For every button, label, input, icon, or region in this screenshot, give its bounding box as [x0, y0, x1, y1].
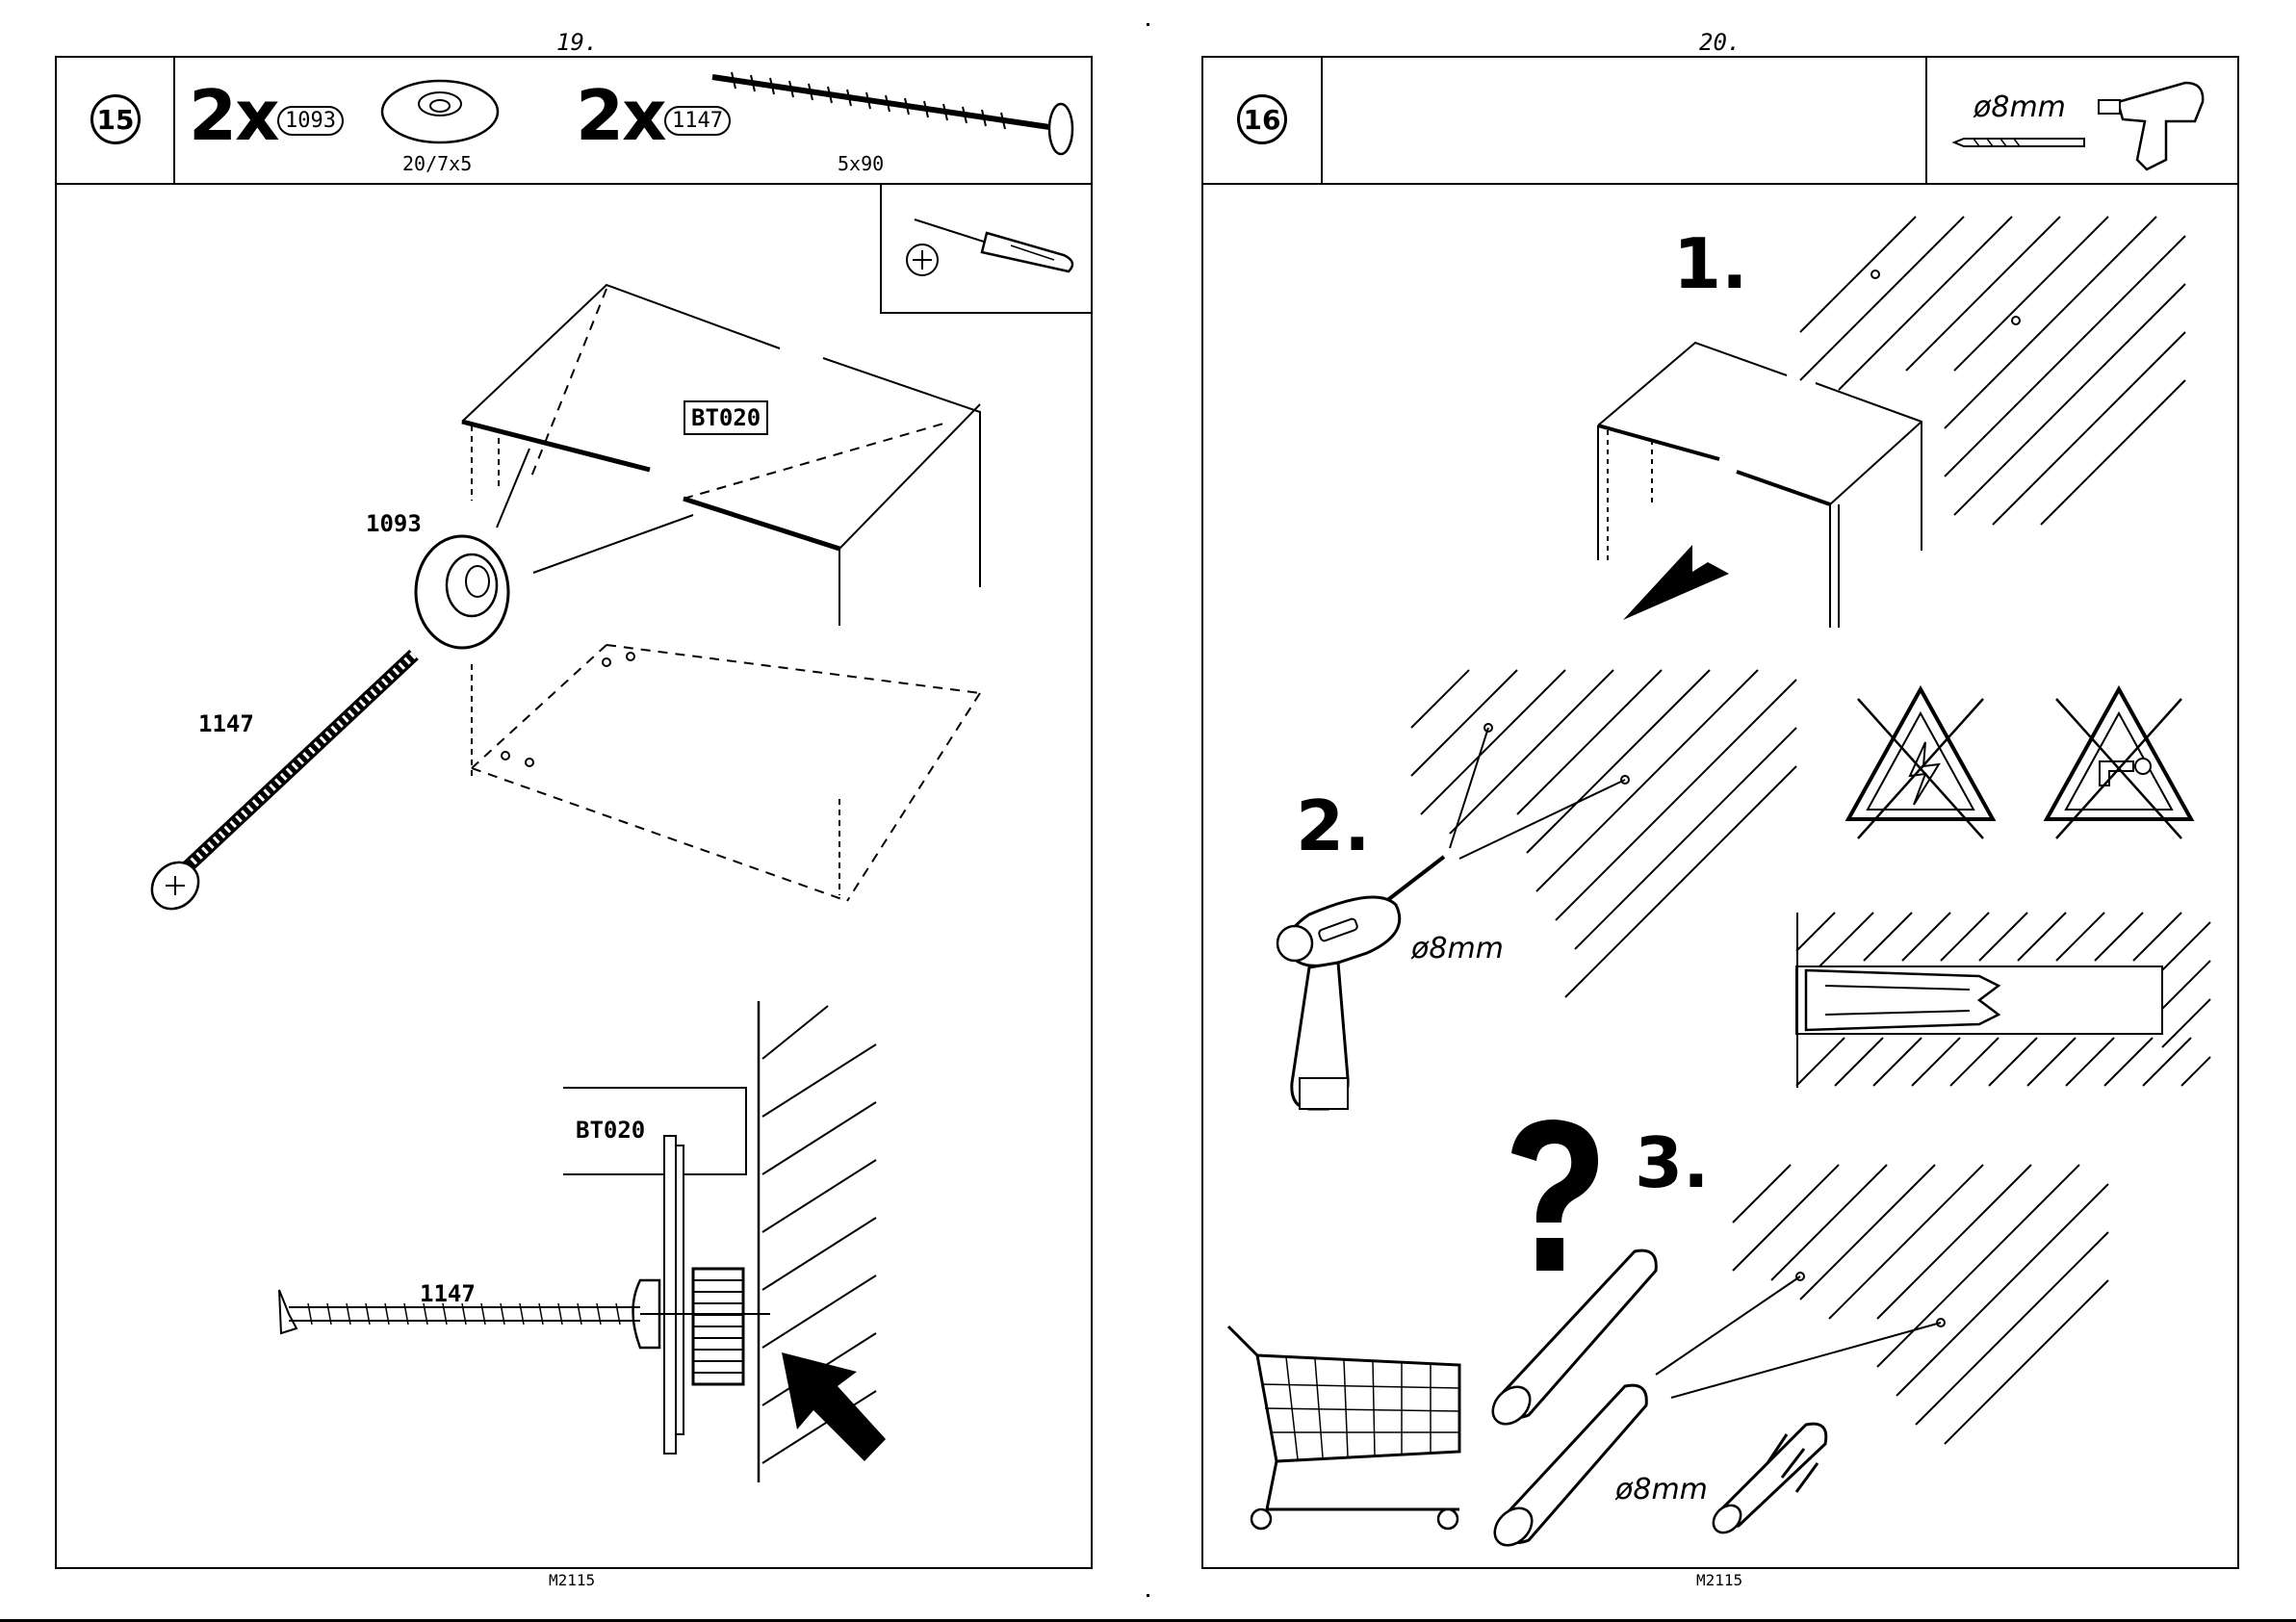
no-water-pipes-icon: [2037, 680, 2201, 843]
part-size-1147: 5x90: [838, 152, 884, 175]
fold-mark: [1147, 1594, 1149, 1597]
wall-detail-illustration: [270, 1001, 943, 1502]
footer-code-right: M2115: [1696, 1571, 1742, 1589]
shopping-cart-icon: [1228, 1326, 1469, 1538]
dowel-size-label: ø8mm: [1615, 1473, 1708, 1506]
question-text: ?: [1521, 1107, 1522, 1108]
qty-screw: 2x: [576, 75, 665, 156]
leader-lines: [462, 443, 712, 578]
anchor-cross-section-illustration: [1796, 913, 2212, 1088]
header-divider: [1321, 56, 1323, 185]
screw-icon: [712, 69, 1078, 156]
drill-bit-icon: [1954, 133, 2089, 152]
step-number-16: 16: [1237, 94, 1287, 144]
no-electric-cables-icon: [1839, 680, 2002, 843]
page-number-right: 20.: [1699, 29, 1741, 56]
cordless-drill-illustration: [1261, 847, 1454, 1155]
drill-size-header: ø8mm: [1974, 90, 2066, 124]
panel-label-bt020: BT020: [684, 400, 768, 435]
cabinet-illustration: [462, 279, 1001, 905]
spreading-plug-icon: [1710, 1415, 1835, 1531]
right-header-row: [1201, 56, 2239, 185]
drill-icon: [2099, 64, 2214, 179]
step-number-15: 15: [90, 94, 141, 144]
drill-size-step2: ø8mm: [1411, 932, 1504, 965]
washer-icon: [377, 73, 512, 150]
detail-label-bt020: BT020: [576, 1117, 645, 1144]
header-divider: [173, 56, 175, 185]
detail-label-1147: 1147: [420, 1280, 476, 1307]
part-size-1093: 20/7x5: [402, 152, 472, 175]
screw-1147-illustration: [144, 645, 424, 924]
footer-code-left: M2115: [549, 1571, 595, 1589]
cabinet-small-illustration: [1594, 339, 1941, 637]
substep-1: 1.: [1673, 223, 1747, 304]
page-number-left: 19.: [556, 29, 598, 56]
header-divider: [1925, 56, 1927, 185]
fold-mark: [1147, 23, 1149, 26]
qty-washer: 2x: [189, 75, 278, 156]
part-code-1093: 1093: [277, 106, 344, 136]
